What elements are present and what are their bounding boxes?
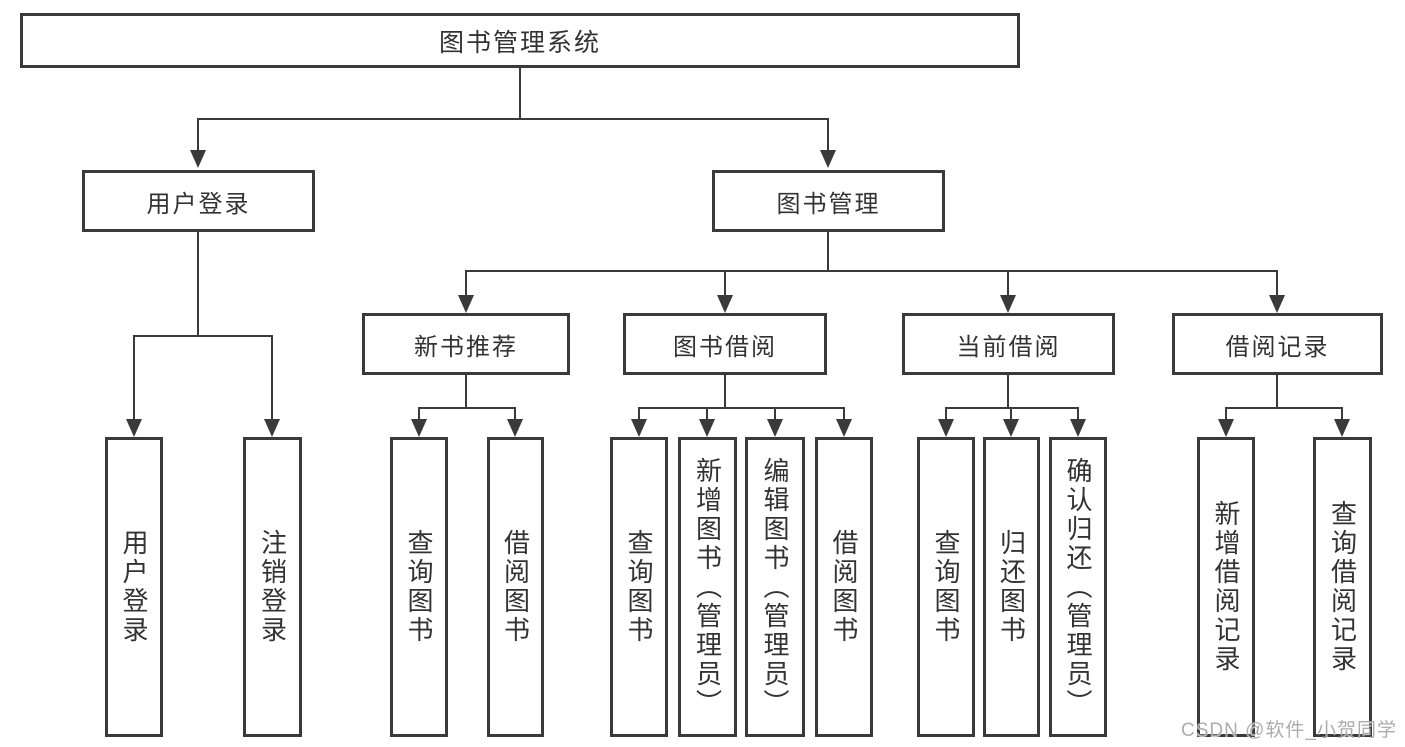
connector-line [1010,407,1012,422]
arrow-down-icon [767,419,783,437]
connector-line [1225,407,1227,422]
node-label: 借阅记录 [1225,333,1330,361]
arrow-down-icon [1070,419,1086,437]
node-label: 归还图书 [996,529,1027,645]
node-label: 当前借阅 [956,333,1061,361]
leaf-confirm-return-admin: 确认归还（管理员） [1049,437,1107,737]
leaf-logout: 注销登录 [243,437,302,737]
connector-line [1077,407,1079,422]
leaf-borrow-books-2: 借阅图书 [815,437,873,737]
leaf-add-borrow-record: 新增借阅记录 [1197,437,1255,737]
node-label: 借阅图书 [829,529,859,645]
connector-line [1276,375,1278,408]
leaf-borrow-books-1: 借阅图书 [487,437,544,737]
node-new-book-recommendation: 新书推荐 [362,313,570,375]
node-label: 图书管理 [776,190,881,218]
connector-line [638,407,845,409]
arrow-down-icon [411,419,427,437]
leaf-user-login: 用户登录 [105,437,163,737]
arrow-down-icon [264,419,280,437]
node-label: 编辑图书（管理员） [760,456,790,718]
leaf-query-borrow-record: 查询借阅记录 [1313,437,1372,737]
connector-line [945,407,947,422]
node-current-borrowing: 当前借阅 [902,313,1115,375]
node-label: 新增图书（管理员） [692,456,723,718]
connector-line [774,407,776,422]
node-label: 图书管理系统 [438,28,601,57]
arrow-down-icon [126,419,142,437]
arrow-down-icon [1269,295,1285,313]
node-label: 借阅图书 [500,529,531,645]
arrow-down-icon [507,419,523,437]
connector-line [465,270,467,299]
arrow-down-icon [699,419,715,437]
node-label: 查询图书 [624,529,654,645]
connector-line [133,335,273,337]
leaf-query-books-3: 查询图书 [917,437,975,737]
connector-line [133,335,135,423]
node-book-borrowing: 图书借阅 [623,313,827,375]
arrow-down-icon [820,150,836,168]
connector-line [514,407,516,422]
node-label: 查询借阅记录 [1327,500,1358,674]
node-user-login: 用户登录 [82,170,315,232]
node-label: 查询图书 [404,529,434,645]
node-label: 用户登录 [146,190,251,218]
connector-line [827,232,829,270]
connector-line [843,407,845,422]
connector-line [197,232,199,336]
node-label: 注销登录 [257,529,288,645]
arrow-down-icon [458,295,474,313]
arrow-down-icon [836,419,852,437]
node-library-management-system: 图书管理系统 [20,13,1020,68]
node-label: 图书借阅 [673,333,777,361]
leaf-add-books-admin: 新增图书（管理员） [678,437,737,737]
node-label: 新书推荐 [414,333,518,361]
connector-line [827,118,829,154]
arrow-down-icon [938,419,954,437]
connector-line [519,68,521,118]
arrow-down-icon [1218,419,1234,437]
connector-line [1225,407,1343,409]
connector-line [271,335,273,423]
arrow-down-icon [717,295,733,313]
arrow-down-icon [631,419,647,437]
node-borrowing-records: 借阅记录 [1172,313,1383,375]
leaf-return-books: 归还图书 [983,437,1040,737]
arrow-down-icon [190,150,206,168]
connector-line [638,407,640,422]
csdn-watermark: CSDN @软件_小贺同学 [1181,720,1397,741]
node-book-management: 图书管理 [712,170,945,232]
arrow-down-icon [1000,295,1016,313]
leaf-query-books-1: 查询图书 [390,437,448,737]
connector-line [724,375,726,408]
leaf-query-books-2: 查询图书 [610,437,668,737]
connector-line [197,118,199,154]
connector-line [724,270,726,299]
leaf-edit-books-admin: 编辑图书（管理员） [745,437,805,737]
node-label: 用户登录 [119,529,149,645]
connector-line [1007,270,1009,299]
connector-line [945,407,1079,409]
connector-line [465,375,467,408]
node-label: 确认归还（管理员） [1063,456,1093,718]
connector-line [1341,407,1343,422]
connector-line [418,407,516,409]
connector-line [1007,375,1009,408]
node-label: 查询图书 [931,529,961,645]
arrow-down-icon [1003,419,1019,437]
node-label: 新增借阅记录 [1211,500,1241,674]
connector-line [706,407,708,422]
connector-line [418,407,420,422]
connector-line [1276,270,1278,299]
connector-line [465,270,1278,272]
arrow-down-icon [1334,419,1350,437]
connector-line [197,118,829,120]
